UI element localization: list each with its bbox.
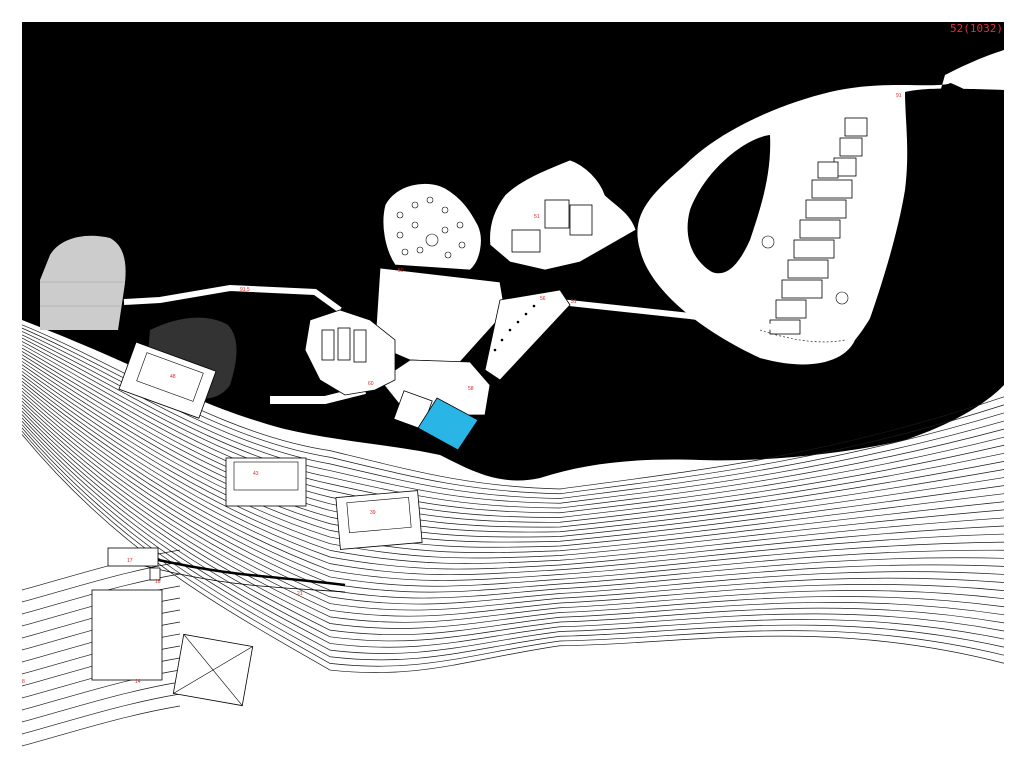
contour-line: [21, 381, 1005, 576]
label-60: 60: [368, 381, 374, 387]
contour-line: [21, 549, 181, 591]
contour-line: [21, 681, 181, 723]
contour-line: [21, 414, 1005, 636]
label-43: 43: [253, 471, 259, 477]
contour-line: [21, 705, 181, 747]
pier-seating: [493, 304, 536, 352]
label-91-5: 91.5: [240, 287, 250, 293]
contour-line: [21, 351, 1005, 528]
contour-line: [21, 401, 1005, 611]
contour-line: [21, 347, 1005, 523]
contour-line: [21, 387, 1005, 587]
page-number: 52(1032): [950, 22, 1003, 35]
contour-line: [21, 371, 1005, 559]
helipad: [172, 633, 254, 707]
parking-structure: [91, 547, 163, 681]
contour-line: [21, 397, 1005, 605]
contour-line: [21, 377, 1005, 570]
contour-line: [21, 394, 1005, 599]
contour-line: [21, 374, 1005, 564]
contour-line: [21, 391, 1005, 593]
walkway-east: [559, 299, 781, 331]
contour-line: [21, 364, 1005, 548]
label-48: 48: [170, 374, 176, 380]
pier-building: [484, 289, 571, 381]
label-16: 16: [155, 579, 161, 585]
label-51b: 51: [571, 299, 577, 305]
pavilion-room-3: [569, 204, 593, 236]
label-39: 39: [370, 510, 376, 516]
island-units: [769, 117, 868, 335]
island-lake-east: [855, 88, 1004, 406]
island-path: [759, 329, 846, 343]
walkway-west: [123, 284, 342, 313]
contour-line: [21, 354, 1005, 533]
contour-line: [21, 693, 181, 735]
contour-line: [21, 427, 1005, 661]
label-91: 91: [896, 93, 902, 99]
label-8: 8: [22, 679, 25, 685]
pavilion-room-1: [511, 229, 541, 253]
contour-line: [21, 417, 1005, 642]
house-39: [335, 490, 423, 550]
contour-line: [21, 384, 1005, 581]
restaurant-platform: [382, 183, 482, 271]
label-17: 17: [127, 558, 133, 564]
house-43: [225, 457, 307, 507]
label-51: 51: [534, 214, 540, 220]
label-50: 50: [398, 268, 404, 274]
contour-line: [21, 341, 1005, 514]
pavilion-room-2: [544, 199, 570, 229]
label-14: 14: [135, 679, 141, 685]
contour-line: [21, 404, 1005, 617]
contour-line: [21, 334, 1005, 504]
contour-line: [21, 357, 1005, 538]
rock-outcrop-west: [40, 235, 126, 330]
label-58: 58: [468, 386, 474, 392]
contour-line: [21, 411, 1005, 629]
restaurant-tables: [396, 196, 466, 259]
contour-line: [21, 367, 1005, 553]
label-56: 56: [540, 296, 546, 302]
contour-line: [21, 430, 1005, 667]
contour-line: [21, 424, 1005, 654]
contour-line: [21, 561, 181, 603]
contour-line: [21, 420, 1005, 648]
island-tree-2: [835, 291, 849, 305]
contour-line: [21, 337, 1005, 509]
contour-line: [21, 434, 1005, 673]
label-21: 21: [297, 591, 303, 597]
island-tree-1: [761, 235, 775, 249]
swimming-pool: [417, 397, 479, 451]
contour-line: [21, 344, 1005, 518]
island-lake: [687, 135, 771, 274]
contour-line: [21, 407, 1005, 623]
house-48: [118, 341, 217, 419]
contour-line: [21, 361, 1005, 543]
